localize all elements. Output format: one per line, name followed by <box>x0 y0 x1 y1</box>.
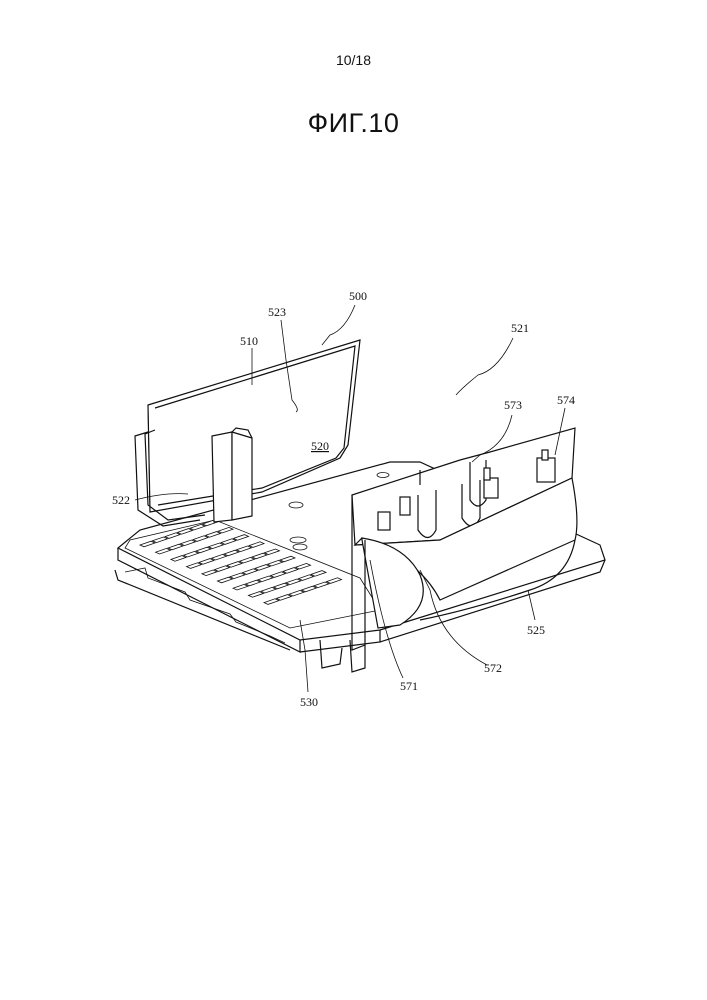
ref-510: 510 <box>240 334 258 348</box>
ref-525: 525 <box>527 623 545 637</box>
ref-574: 574 <box>557 393 575 407</box>
vertical-post <box>212 428 252 522</box>
ref-522: 522 <box>112 493 130 507</box>
ref-572: 572 <box>484 661 502 675</box>
ref-573: 573 <box>504 398 522 412</box>
ref-500: 500 <box>349 289 367 303</box>
ref-530: 530 <box>300 695 318 709</box>
ref-571: 571 <box>400 679 418 693</box>
ref-520: 520 <box>311 439 329 453</box>
ref-523: 523 <box>268 305 286 319</box>
ref-521: 521 <box>511 321 529 335</box>
